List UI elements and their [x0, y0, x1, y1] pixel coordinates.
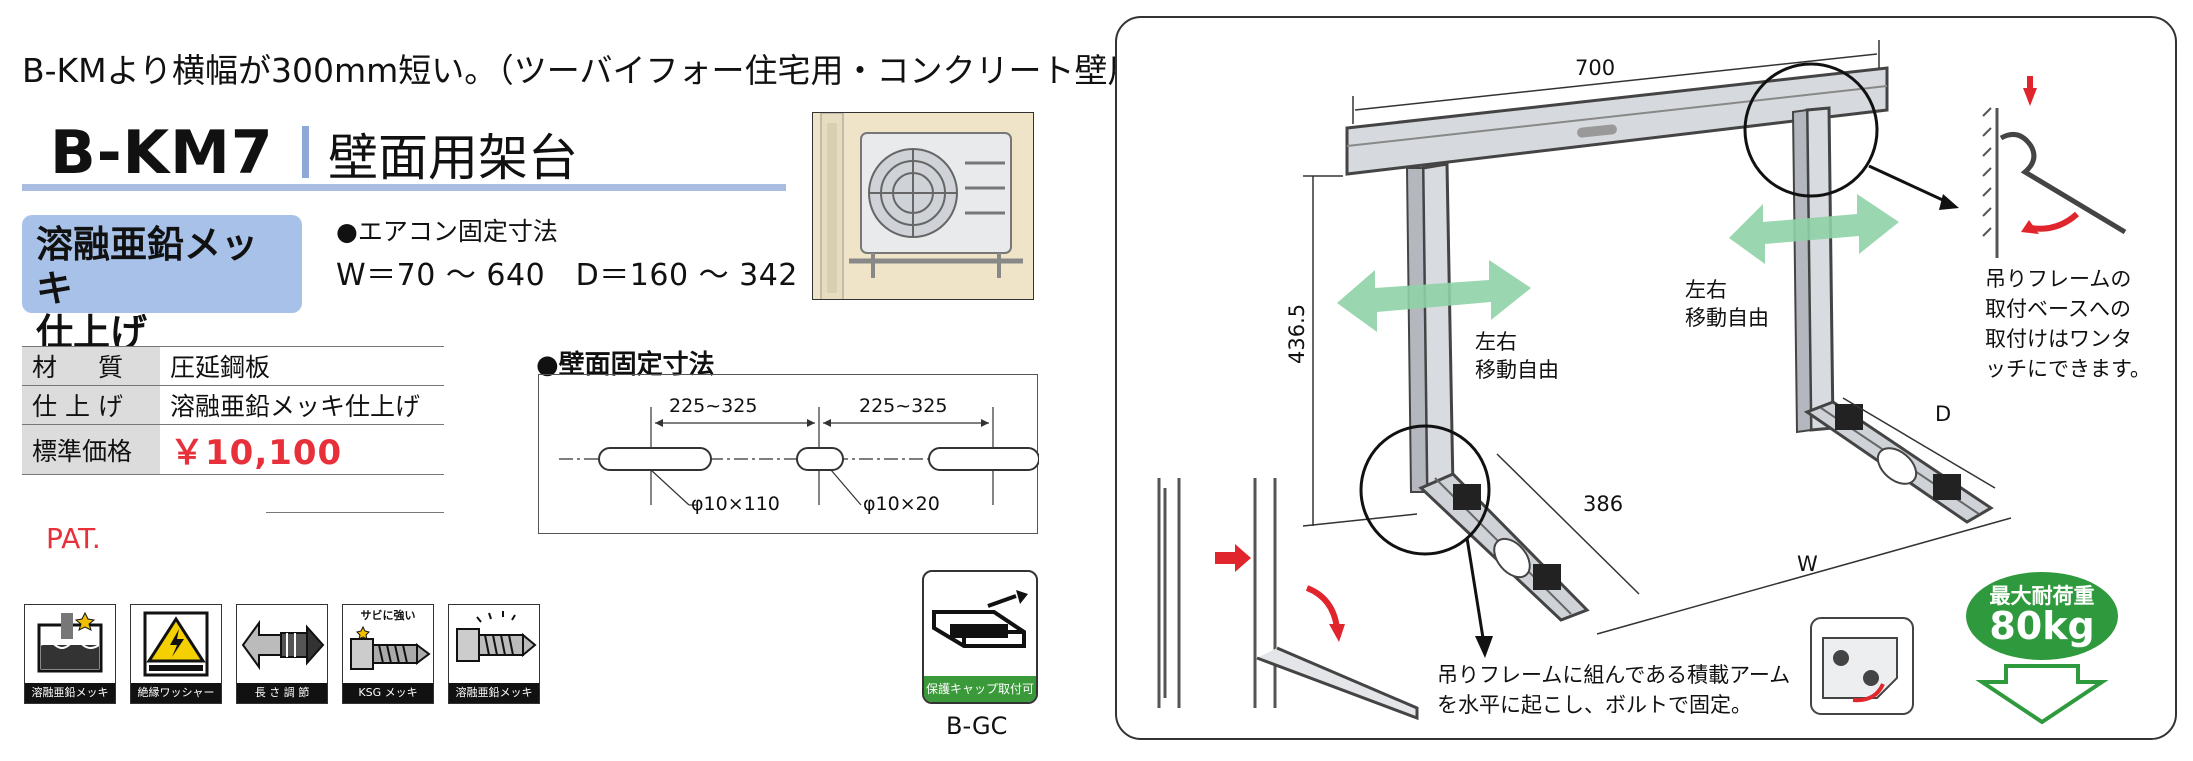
wall-fixing-title: ●壁面固定寸法: [536, 350, 715, 380]
bottom-note: 吊りフレームに組んである積載アーム を水平に起こし、ボルトで固定。: [1437, 660, 1790, 720]
dim-d: D: [1935, 402, 1952, 426]
feature-caption: 溶融亜鉛メッキ: [449, 683, 539, 703]
galvanized-bolt-icon: [456, 611, 537, 662]
feature-icon-washer: 絶縁ワッシャー: [130, 604, 222, 704]
spec-divider: [266, 512, 444, 513]
spec-row-price: 標準価格 ￥10,100: [22, 424, 444, 475]
insulating-washer-icon: [143, 611, 209, 677]
max-load-shape: [1966, 572, 2118, 724]
hole-size-short: φ10×20: [863, 493, 940, 515]
feature-icon-length: 長 さ 調 節: [236, 604, 328, 704]
aircon-fixing-value: W＝70 ～ 640 D＝160 ～ 342: [336, 258, 798, 293]
hole-size-long: φ10×110: [691, 493, 780, 515]
feature-icon-bolt: 溶融亜鉛メッキ: [448, 604, 540, 704]
aircon-fixing-title: ●エアコン固定寸法: [336, 217, 558, 246]
dim-height: 436.5: [1285, 303, 1309, 364]
hang-note-line2: 取付ベースへの: [1985, 297, 2131, 321]
move-label-right-line1: 左右: [1685, 278, 1727, 302]
move-label-left-line2: 移動自由: [1475, 358, 1559, 382]
spec-table: 材 質 圧延鋼板 仕上げ 溶融亜鉛メッキ仕上げ 標準価格 ￥10,100: [22, 346, 444, 475]
length-adjust-icon: [241, 619, 325, 671]
wall-dim-2: 225~325: [859, 395, 948, 417]
dim-width-700: 700: [1575, 56, 1616, 80]
hang-note-line1: 吊りフレームの: [1985, 267, 2132, 291]
move-label-left-line1: 左右: [1475, 330, 1517, 354]
spec-key: 仕上げ: [22, 385, 160, 425]
feature-caption: KSG メッキ: [343, 683, 433, 703]
wall-dim-1: 225~325: [669, 395, 758, 417]
max-load-badge: 最大耐荷重 80kg: [1962, 570, 2118, 724]
hang-note: 吊りフレームの 取付ベースへの 取付けはワンタ ッチにできます。: [1985, 264, 2151, 384]
bottom-note-line2: を水平に起こし、ボルトで固定。: [1437, 693, 1752, 717]
patent-mark: PAT.: [46, 522, 101, 555]
spec-value: 溶融亜鉛メッキ仕上げ: [160, 385, 444, 425]
move-label-right: 左右 移動自由: [1685, 276, 1769, 332]
accessory-card: 保護キャップ取付可: [922, 570, 1038, 704]
aircon-unit-illustration: [813, 113, 1033, 299]
feature-top-label: サビに強い: [360, 609, 416, 622]
model-number: B-KM7: [50, 118, 274, 188]
finish-badge: 溶融亜鉛メッキ 仕上げ: [22, 215, 302, 354]
spec-row-finish: 仕上げ 溶融亜鉛メッキ仕上げ: [22, 385, 444, 425]
ksg-bolt-icon: [350, 625, 431, 670]
feature-caption: 長 さ 調 節: [237, 683, 327, 703]
move-label-right-line2: 移動自由: [1685, 306, 1769, 330]
product-photo: [812, 112, 1034, 300]
galvanized-bath-icon: [37, 611, 103, 673]
product-category: 壁面用架台: [328, 129, 578, 187]
feature-icon-galvanized: 溶融亜鉛メッキ: [24, 604, 116, 704]
bottom-note-line1: 吊りフレームに組んである積載アーム: [1437, 663, 1791, 687]
product-subtitle: B-KMより横幅が300mm短い。（ツーバイフォー住宅用・コンクリート壁用）: [22, 51, 1174, 90]
wall-fixing-diagram: 225~325 225~325 φ10×110 φ10×20: [538, 374, 1039, 534]
spec-value: 圧延鋼板: [160, 346, 444, 386]
feature-caption: 絶縁ワッシャー: [131, 683, 221, 703]
hang-note-line4: ッチにできます。: [1985, 357, 2151, 381]
bracket-drawing: [1157, 40, 2127, 721]
finish-badge-line1: 溶融亜鉛メッキ: [36, 223, 258, 310]
dim-arm-386: 386: [1583, 492, 1624, 516]
max-load-value: 80kg: [1989, 604, 2095, 648]
feature-caption: 溶融亜鉛メッキ: [25, 683, 115, 703]
spec-key: 材 質: [22, 346, 160, 386]
accessory-caption: 保護キャップ取付可: [924, 676, 1036, 702]
max-load-title: 最大耐荷重: [1989, 584, 2095, 608]
installation-diagram: 700 436.5 386 D W 左右 移動自由 左右 移動自由 吊りフレーム…: [1115, 16, 2177, 740]
spec-key: 標準価格: [22, 424, 160, 475]
title-divider: [302, 126, 309, 178]
feature-icon-ksg: サビに強い KSG メッキ: [342, 604, 434, 704]
wall-fixing-drawing: [559, 407, 1039, 506]
accessory-code: B-GC: [946, 712, 1008, 740]
dim-w: W: [1797, 552, 1818, 576]
spec-row-material: 材 質 圧延鋼板: [22, 346, 444, 386]
hang-note-line3: 取付けはワンタ: [1985, 327, 2132, 351]
move-label-left: 左右 移動自由: [1475, 328, 1559, 384]
protective-cap-icon: [932, 590, 1028, 648]
header-rule: [22, 184, 786, 191]
standard-price: ￥10,100: [170, 433, 343, 473]
